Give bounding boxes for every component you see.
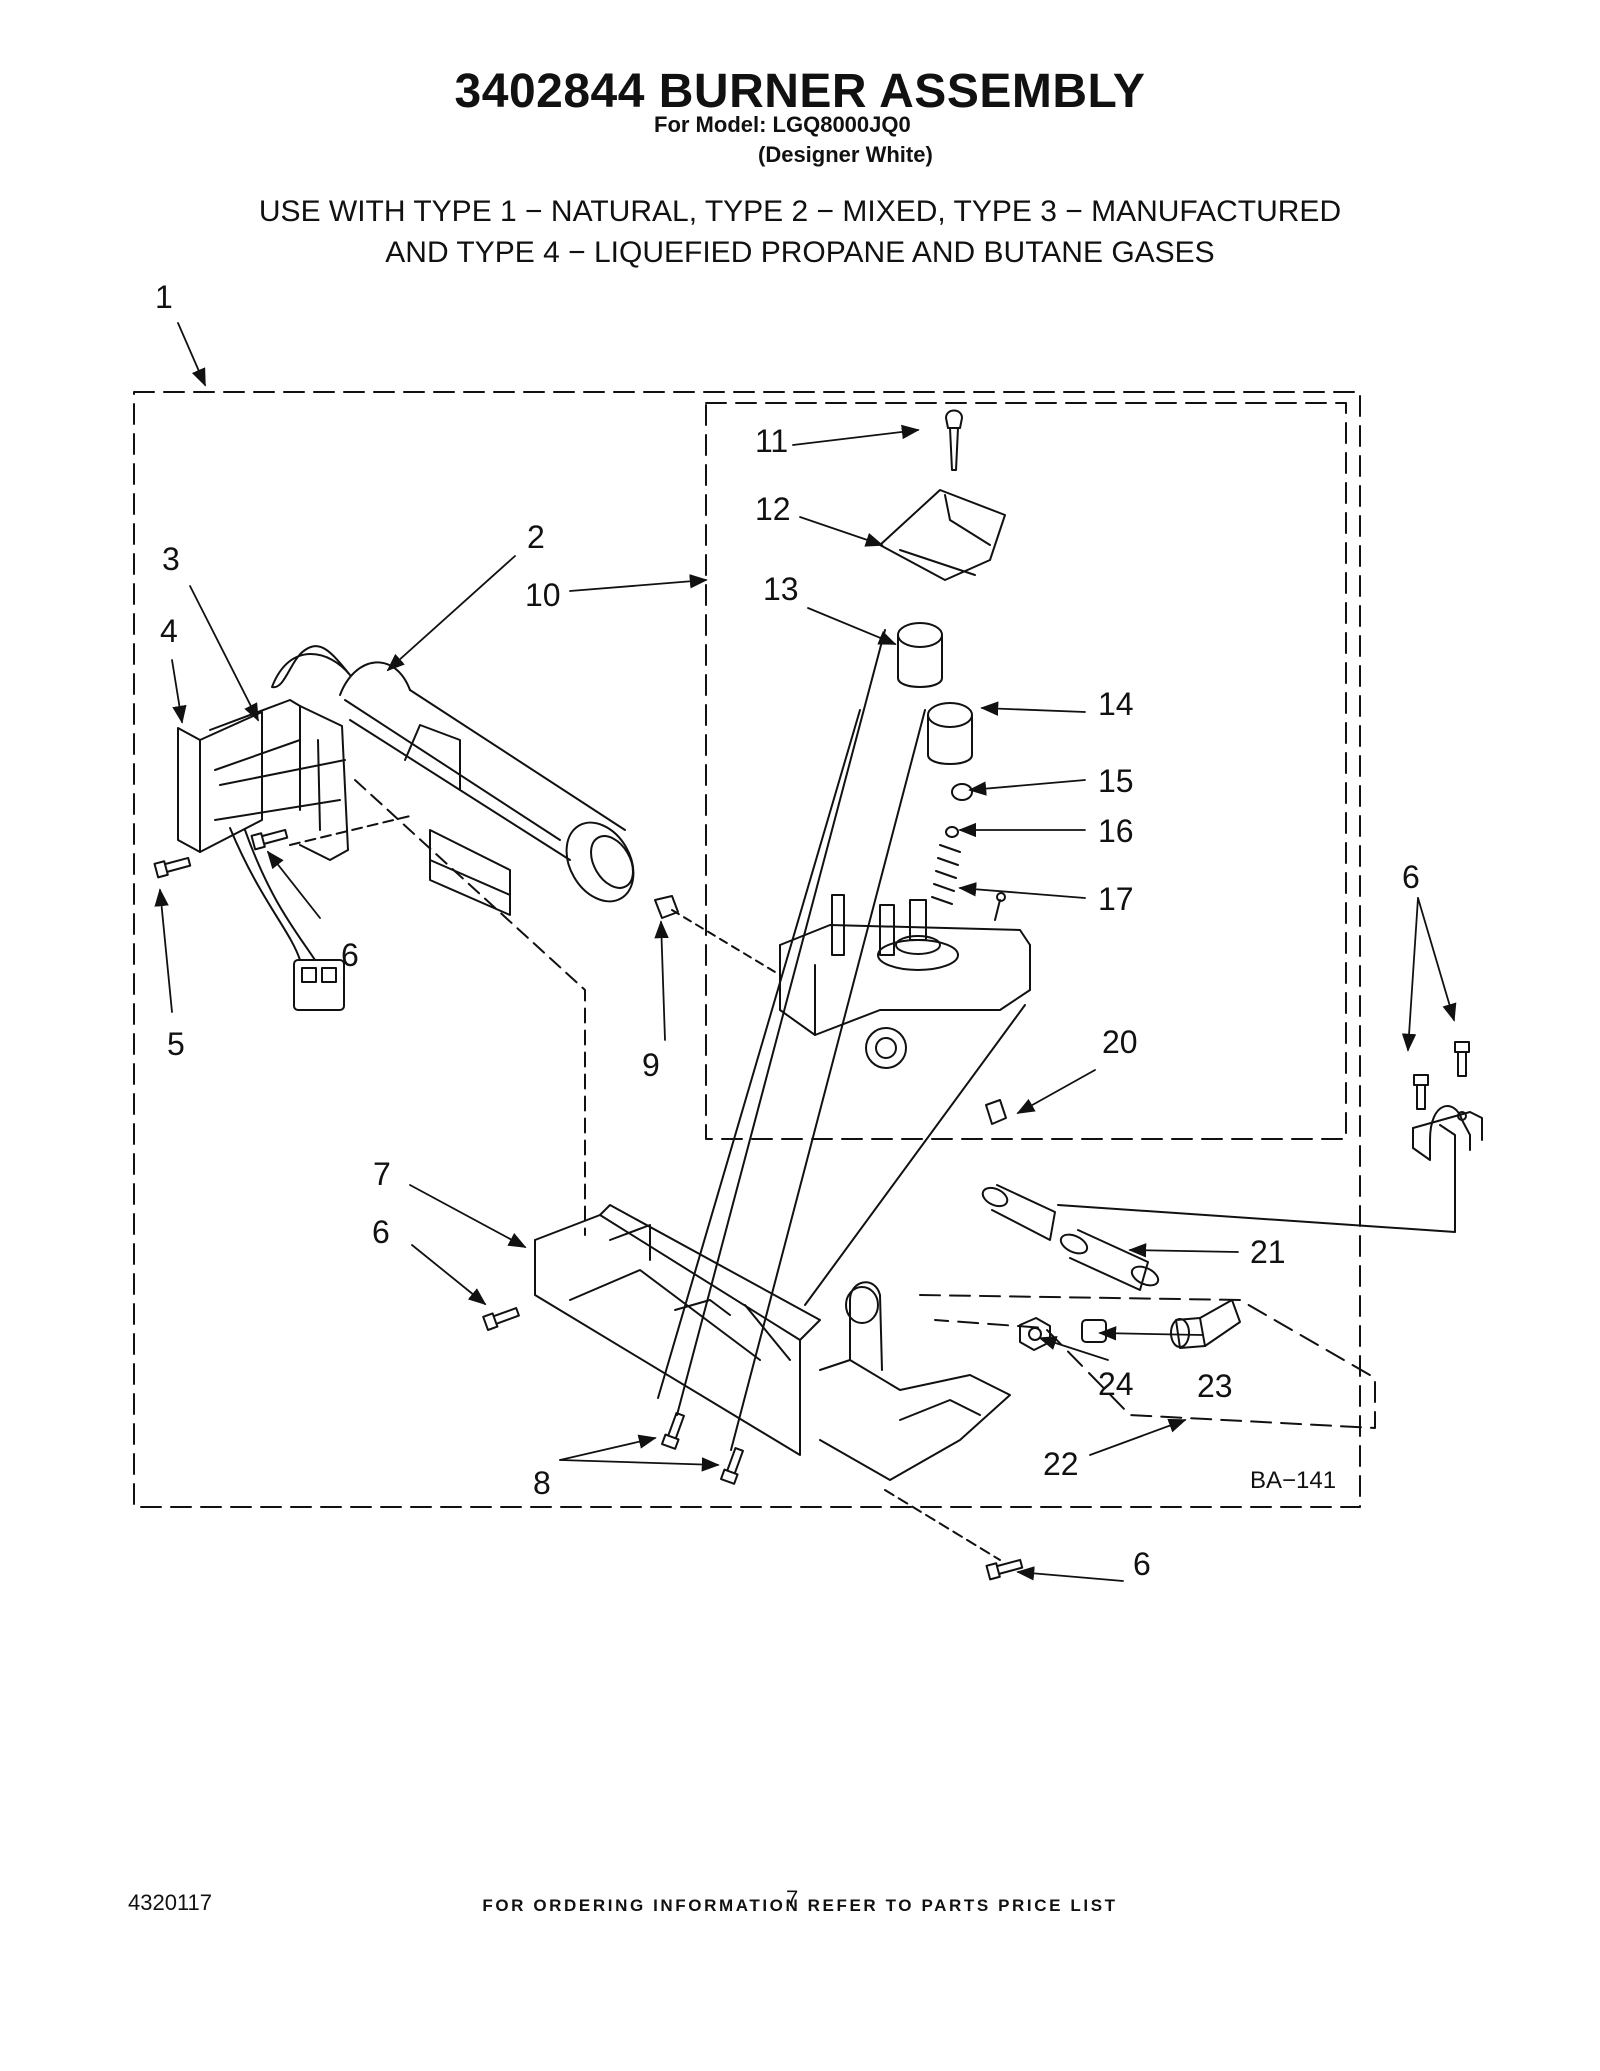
valve-mounting-bracket: [534, 1204, 821, 1456]
callout-15: 15: [1098, 763, 1134, 799]
callout-24: 24: [1098, 1366, 1134, 1402]
orifice-leader: [671, 909, 781, 976]
callout-16: 16: [1098, 813, 1134, 849]
valve-small-parts: [931, 409, 1007, 1125]
coil-bracket: [879, 489, 1006, 581]
ordering-note: FOR ORDERING INFORMATION REFER TO PARTS …: [482, 1896, 1118, 1915]
callout-23: 23: [1197, 1368, 1233, 1404]
callout-20: 20: [1102, 1024, 1138, 1060]
callout-21: 21: [1250, 1234, 1286, 1270]
callout-labels: 1 2 3 4 5 6 6 6 6 7 8 9 10 11 12 13 14 1…: [155, 279, 1420, 1582]
callout-3: 3: [162, 541, 180, 577]
screw-leader-1: [676, 629, 886, 1416]
fittings: [1019, 1299, 1241, 1351]
callout-7: 7: [373, 1156, 391, 1192]
igniter-tube: [981, 1184, 1160, 1291]
burner-to-bracket-leader: [354, 779, 586, 1236]
diagram-code: BA−141: [1250, 1467, 1336, 1494]
callout-5: 5: [167, 1026, 185, 1062]
model-line: For Model: LGQ8000JQ0: [654, 112, 911, 137]
valve-subassembly-boundary: [705, 402, 1347, 1140]
callout-1: 1: [155, 279, 173, 315]
screw-leader-3: [657, 709, 861, 1399]
page-title: 3402844 BURNER ASSEMBLY: [454, 65, 1146, 118]
document-number: 4320117: [128, 1890, 213, 1915]
callout-14: 14: [1098, 686, 1134, 722]
pipe-clip: [1412, 1105, 1483, 1161]
callout-6b: 6: [1402, 859, 1420, 895]
callout-4: 4: [160, 613, 178, 649]
callout-6c: 6: [372, 1214, 390, 1250]
callout-arrows: [154, 322, 1457, 1582]
burner-tube: [271, 645, 635, 916]
fitting-group-boundary: [919, 1294, 1376, 1429]
callout-17: 17: [1098, 881, 1134, 917]
sensor-screw-leader: [884, 1489, 1001, 1561]
gas-type-note-line-2: AND TYPE 4 − LIQUEFIED PROPANE AND BUTAN…: [385, 236, 1215, 269]
sensor-bracket: [819, 1281, 1011, 1481]
gas-valve: [779, 892, 1031, 1069]
valve-to-bracket-leader: [804, 1004, 1026, 1306]
callout-2: 2: [527, 519, 545, 555]
igniter-bracket: [177, 699, 349, 1011]
callout-6d: 6: [1133, 1546, 1151, 1582]
solenoid-coils: [897, 622, 973, 765]
callout-22: 22: [1043, 1446, 1079, 1482]
bracket-screw-leader: [289, 815, 411, 846]
callout-12: 12: [755, 491, 791, 527]
callout-6a: 6: [341, 937, 359, 973]
callout-10: 10: [525, 577, 561, 613]
orifice: [654, 895, 679, 919]
page-number: 7: [786, 1886, 799, 1911]
model-variant: (Designer White): [758, 142, 933, 167]
callout-8: 8: [533, 1465, 551, 1501]
screws: [153, 828, 1470, 1581]
sensor-leader: [1057, 1124, 1456, 1233]
gas-type-note-line-1: USE WITH TYPE 1 − NATURAL, TYPE 2 − MIXE…: [258, 195, 1342, 228]
callout-13: 13: [763, 571, 799, 607]
callout-9: 9: [642, 1047, 660, 1083]
assembly-boundary: [133, 391, 1361, 1508]
callout-11: 11: [755, 423, 788, 459]
